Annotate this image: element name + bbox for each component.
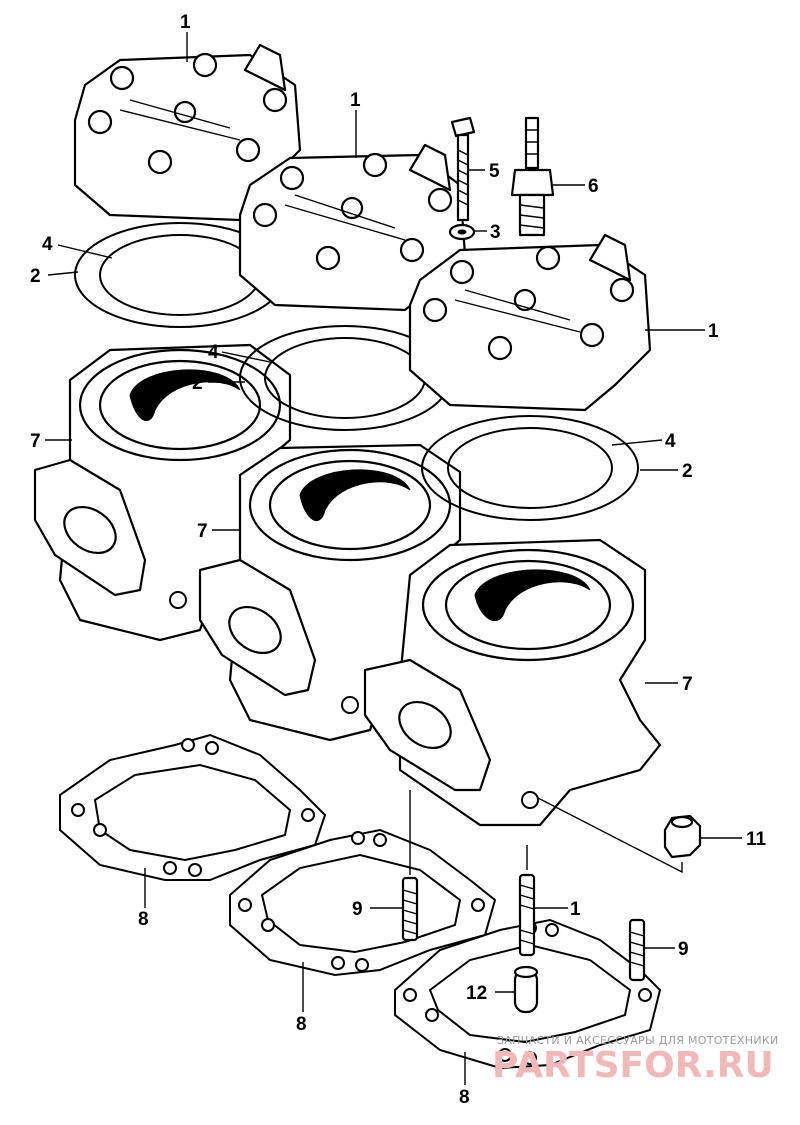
- callout-4-left: 4: [42, 234, 53, 255]
- callout-1-head-right: 1: [708, 321, 719, 342]
- callout-2-middle: 2: [192, 373, 203, 394]
- cylinder-right: [363, 538, 662, 827]
- watermark-subtitle: ЗАПЧАСТИ И АКСЕССУАРЫ ДЛЯ МОТОТЕХНИКИ: [497, 1034, 779, 1047]
- washer: [448, 223, 476, 241]
- callout-5: 5: [489, 161, 500, 182]
- stud-left: [401, 876, 419, 942]
- stud-center: [518, 873, 536, 957]
- cylinder-head-right: [408, 233, 652, 412]
- cylinder-head-middle: [238, 143, 467, 312]
- cylinder-middle: [198, 443, 462, 742]
- callout-9-right: 9: [678, 939, 689, 960]
- base-gasket-left: [59, 733, 327, 881]
- callout-12: 12: [466, 983, 487, 1004]
- callout-1-stud: 1: [570, 899, 581, 920]
- callout-3: 3: [490, 222, 501, 243]
- callout-8-left: 8: [138, 909, 149, 930]
- callout-1-head-left: 1: [180, 12, 191, 33]
- spark-plug: [510, 116, 555, 237]
- callout-1-head-middle: 1: [350, 90, 361, 111]
- callout-2-left: 2: [30, 266, 41, 287]
- callout-6: 6: [588, 176, 599, 197]
- dowel-pin: [513, 965, 539, 1014]
- watermark-site: PARTSFOR.RU: [492, 1045, 774, 1086]
- callout-2-right: 2: [682, 461, 693, 482]
- callout-leaders: [45, 32, 742, 1085]
- callout-9-left: 9: [352, 899, 363, 920]
- nut: [663, 814, 702, 859]
- callout-8-middle: 8: [296, 1014, 307, 1035]
- stud-right: [628, 918, 646, 982]
- callout-7-left: 7: [30, 431, 41, 452]
- watermark: ЗАПЧАСТИ И АКСЕССУАРЫ ДЛЯ МОТОТЕХНИКИ PA…: [492, 1034, 779, 1086]
- head-bolt: [450, 116, 476, 222]
- callout-7-right: 7: [682, 674, 693, 695]
- callout-7-middle: 7: [197, 521, 208, 542]
- callout-4-middle: 4: [208, 342, 219, 363]
- head-gasket-set-right: [421, 415, 639, 521]
- callout-8-right: 8: [459, 1087, 470, 1108]
- callout-4-right: 4: [665, 431, 676, 452]
- callout-11: 11: [746, 829, 767, 850]
- cylinder-head-left: [73, 43, 302, 222]
